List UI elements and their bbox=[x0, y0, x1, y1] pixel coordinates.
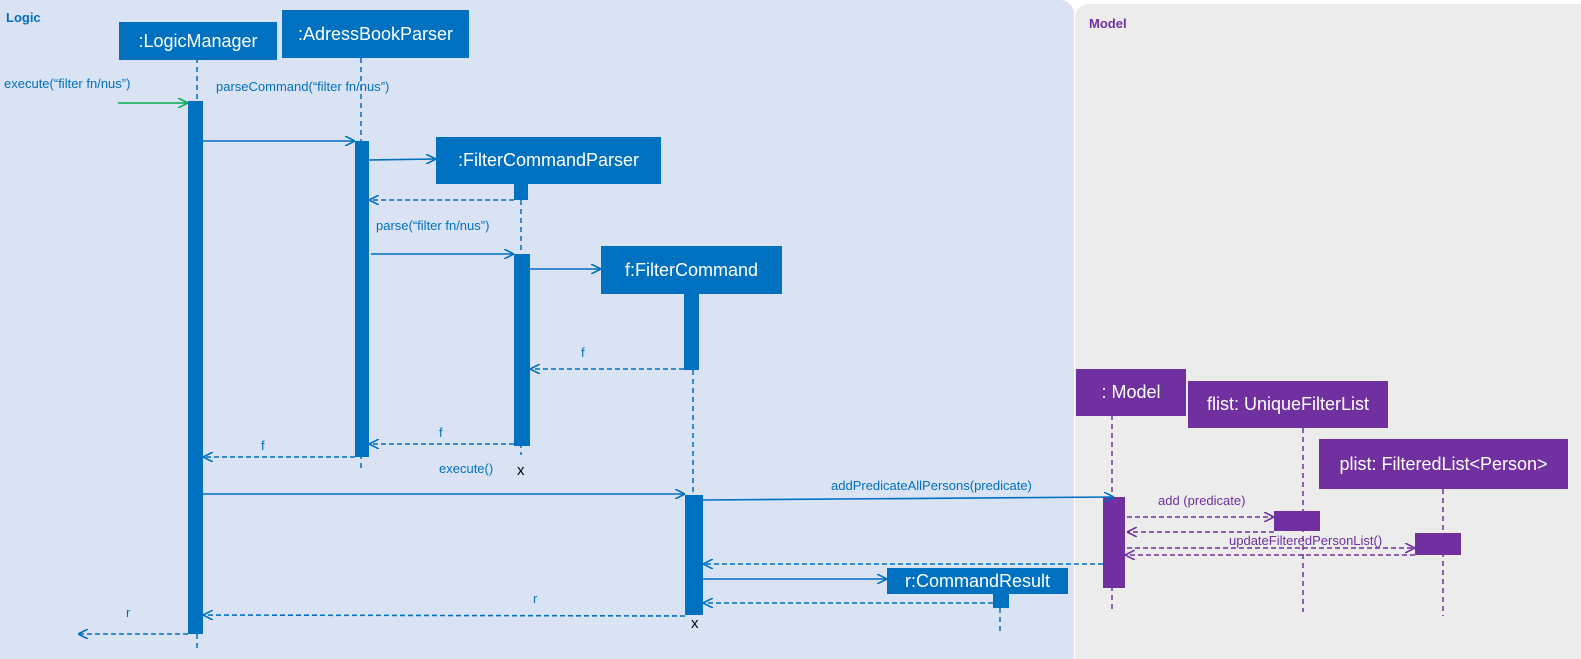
activation-filtered-list bbox=[1415, 533, 1461, 555]
activation-filter-command-parser-short bbox=[514, 184, 528, 200]
activation-command-result bbox=[993, 593, 1009, 608]
label-update-filtered-person-list: updateFilteredPersonList() bbox=[1229, 533, 1383, 548]
participant-filtered-list: plist: FilteredList<Person> bbox=[1319, 439, 1568, 489]
destroy-marker-filter-command: x bbox=[691, 615, 699, 632]
activation-logic-manager bbox=[188, 101, 203, 634]
activation-filter-command-short bbox=[684, 294, 699, 370]
label-add-predicate: add (predicate) bbox=[1158, 493, 1246, 508]
label-add-predicate-all-persons: addPredicateAllPersons(predicate) bbox=[831, 478, 1032, 493]
activation-unique-filter-list bbox=[1274, 511, 1320, 531]
label-execute: execute() bbox=[439, 461, 494, 476]
participant-command-result: r:CommandResult bbox=[887, 568, 1068, 594]
label-return-f-from-parser: f bbox=[439, 425, 443, 440]
label-return-f-to-manager: f bbox=[261, 438, 265, 453]
participant-address-book-parser: :AdressBookParser bbox=[282, 10, 469, 58]
participant-logic-manager: :LogicManager bbox=[119, 22, 277, 60]
arrow-create-filter-command-parser bbox=[368, 159, 436, 160]
return-r-to-manager bbox=[203, 615, 686, 616]
logic-frame bbox=[0, 0, 1074, 659]
label-return-f-from-command: f bbox=[581, 345, 585, 360]
activation-filter-command bbox=[685, 495, 703, 615]
label-execute-input: execute(“filter fn/nus”) bbox=[4, 76, 131, 91]
activation-address-book-parser bbox=[355, 141, 369, 457]
label-return-r-out: r bbox=[126, 605, 131, 620]
destroy-marker-filter-command-parser: x bbox=[517, 462, 525, 479]
participant-model: : Model bbox=[1076, 369, 1186, 416]
participant-filter-command: f:FilterCommand bbox=[601, 246, 782, 294]
label-parse: parse(“filter fn/nus”) bbox=[376, 218, 490, 233]
label-return-r-to-manager: r bbox=[533, 591, 538, 606]
logic-frame-label: Logic bbox=[6, 10, 41, 25]
participant-unique-filter-list: flist: UniqueFilterList bbox=[1188, 381, 1388, 428]
label-parse-command: parseCommand(“filter fn/nus”) bbox=[216, 79, 390, 94]
activation-model bbox=[1103, 497, 1125, 588]
activation-filter-command-parser bbox=[514, 254, 530, 446]
arrow-add-predicate-all-persons bbox=[702, 497, 1114, 500]
model-frame bbox=[1075, 4, 1581, 659]
participant-filter-command-parser: :FilterCommandParser bbox=[436, 137, 661, 184]
model-frame-label: Model bbox=[1089, 16, 1127, 31]
